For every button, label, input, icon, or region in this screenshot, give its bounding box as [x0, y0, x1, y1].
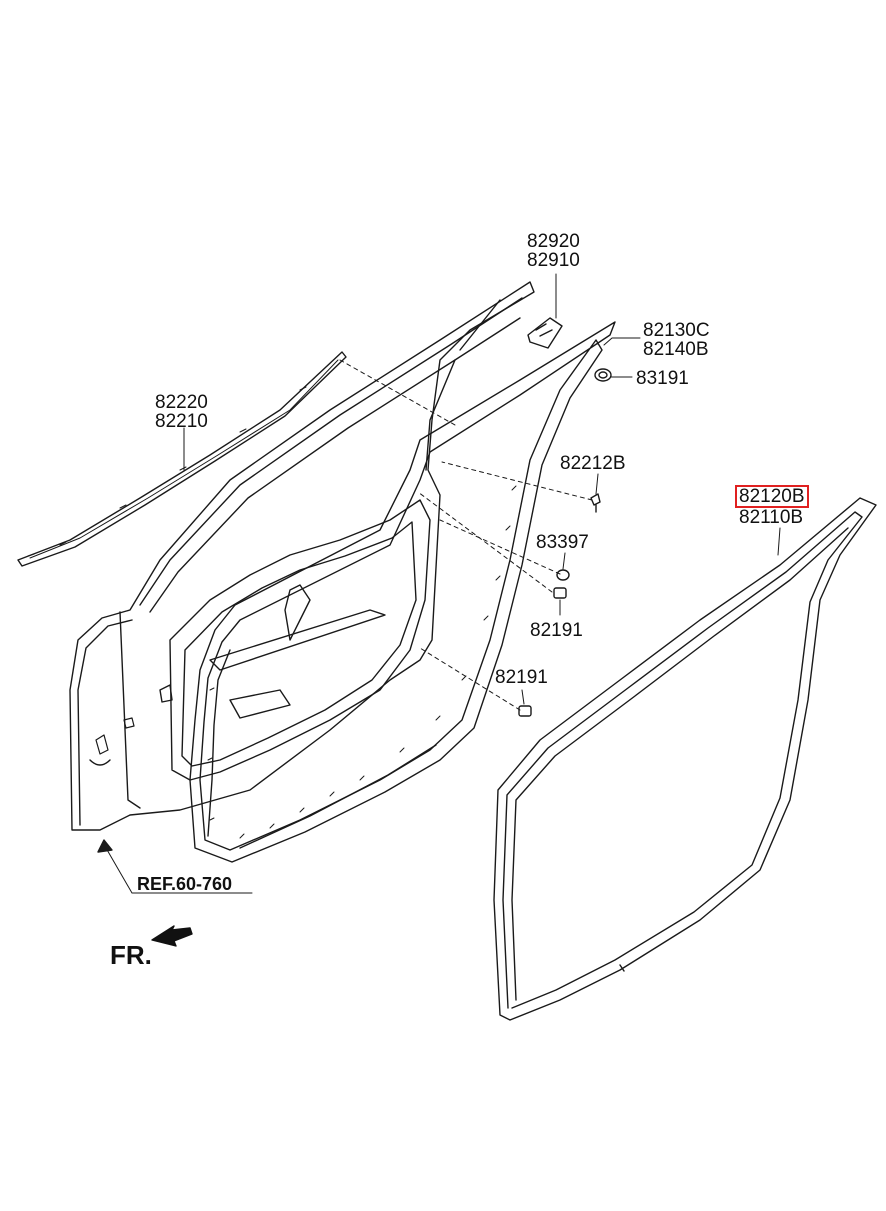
- label-82110B: 82110B: [739, 507, 804, 528]
- seal-clips: [207, 485, 517, 839]
- label-82191-lower: 82191: [495, 667, 548, 688]
- leader-lines: [105, 273, 781, 894]
- label-82140B: 82140B: [643, 339, 709, 360]
- door-frame-seal: [189, 321, 616, 863]
- label-82920: 82920: [527, 231, 580, 252]
- front-direction-arrow-icon: [151, 925, 193, 947]
- label-83191: 83191: [636, 368, 689, 389]
- delta-cover: [527, 317, 563, 349]
- door-shell: [69, 281, 535, 831]
- clip-82191-lower: [518, 705, 532, 717]
- plug-83397: [556, 569, 570, 581]
- body-side-weatherstrip: [493, 497, 877, 1021]
- front-label: FR.: [110, 940, 152, 970]
- label-83397: 83397: [536, 532, 589, 553]
- grommet-83191: [594, 368, 612, 382]
- label-82910: 82910: [527, 250, 580, 271]
- label-82191-upper: 82191: [530, 620, 583, 641]
- door-inner-frame: [159, 499, 431, 781]
- label-82120B-highlighted[interactable]: 82120B: [735, 485, 809, 508]
- belt-moulding: [17, 351, 347, 567]
- label-82130C: 82130C: [643, 320, 710, 341]
- reference-label: REF.60-760: [137, 874, 233, 894]
- leader-dashes: [339, 359, 593, 711]
- clip-82191-upper: [553, 587, 567, 599]
- screw-82212B: [590, 493, 601, 513]
- ref-arrow-icon: [97, 839, 113, 853]
- label-82212B: 82212B: [560, 453, 626, 474]
- label-82220: 82220: [155, 392, 208, 413]
- label-82210: 82210: [155, 411, 208, 432]
